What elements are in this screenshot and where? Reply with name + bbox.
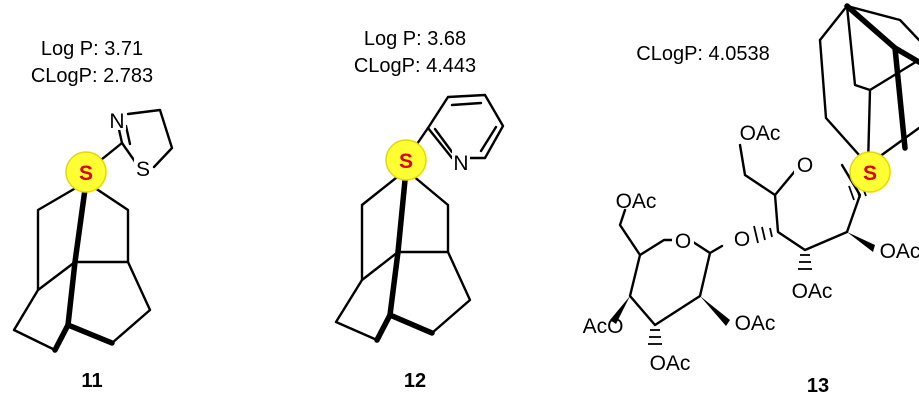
compound-13-wedge-2 (847, 232, 875, 252)
compound-12-ring-nitrogen: N (453, 152, 468, 175)
compound-11-adamantane (12, 179, 152, 353)
compound-13-hash-bond-3 (798, 254, 812, 270)
compound-13-aco-4-prime: AcO (583, 315, 624, 338)
compound-13-linker-oxygen: O (734, 228, 750, 251)
compound-12-sulfur-highlight (385, 139, 427, 181)
compound-13-oac-3: OAc (792, 280, 833, 303)
compound-11-number: 11 (81, 370, 102, 392)
compound-13-oac-6: OAc (740, 122, 781, 145)
compound-11-sulfur-highlight (65, 151, 107, 193)
compound-13-wedge-4-prime (610, 296, 630, 324)
compound-13-hash-bond-4 (753, 225, 773, 244)
compound-11-clogp: CLogP: 2.783 (31, 65, 153, 87)
compound-12-pyridine: N (426, 93, 505, 175)
compound-13-ring-oxygen-outer: O (675, 230, 691, 253)
compound-12-sulfur: S (399, 150, 413, 173)
compound-11-ring-nitrogen: N (109, 110, 124, 133)
compound-13-sulfur: S (863, 162, 877, 185)
compound-13-outer-ring: O OAc OAc AcO OAc (583, 190, 776, 375)
compound-13-hash-bond-3-prime (648, 329, 662, 345)
compound-11-ring-sulfur: S (136, 158, 150, 181)
compound-13-clogp: CLogP: 4.0538 (636, 43, 769, 65)
compound-12-adamantane (334, 167, 472, 343)
compound-13-oac-2-prime: OAc (735, 312, 776, 335)
compound-13-ring-oxygen-inner: O (797, 154, 813, 177)
compound-11-logp: Log P: 3.71 (41, 38, 143, 60)
compound-12: Log P: 3.68 CLogP: 4.443 N S 12 (334, 28, 505, 392)
compound-12-clogp: CLogP: 4.443 (354, 55, 476, 77)
compound-13-oac-2: OAc (880, 240, 919, 263)
compound-13-inner-ring: O OAc OAc OAc (734, 122, 919, 303)
compound-13-sulfur-highlight (849, 151, 891, 193)
compound-11-sulfur: S (79, 162, 93, 185)
compound-13-oac-3-prime: OAc (650, 352, 691, 375)
compound-13-number: 13 (807, 375, 829, 396)
compound-13-wedge-2-prime (700, 296, 730, 326)
compound-13-oac-6-prime: OAc (616, 190, 657, 213)
compound-12-logp: Log P: 3.68 (364, 28, 466, 50)
compound-13: CLogP: 4.0538 O OAc (583, 3, 919, 396)
compound-11: Log P: 3.71 CLogP: 2.783 N S S 11 (12, 38, 174, 392)
compound-12-number: 12 (404, 370, 426, 392)
compound-11-thiazoline: N S (108, 108, 174, 181)
compound-13-adamantane (818, 3, 919, 167)
